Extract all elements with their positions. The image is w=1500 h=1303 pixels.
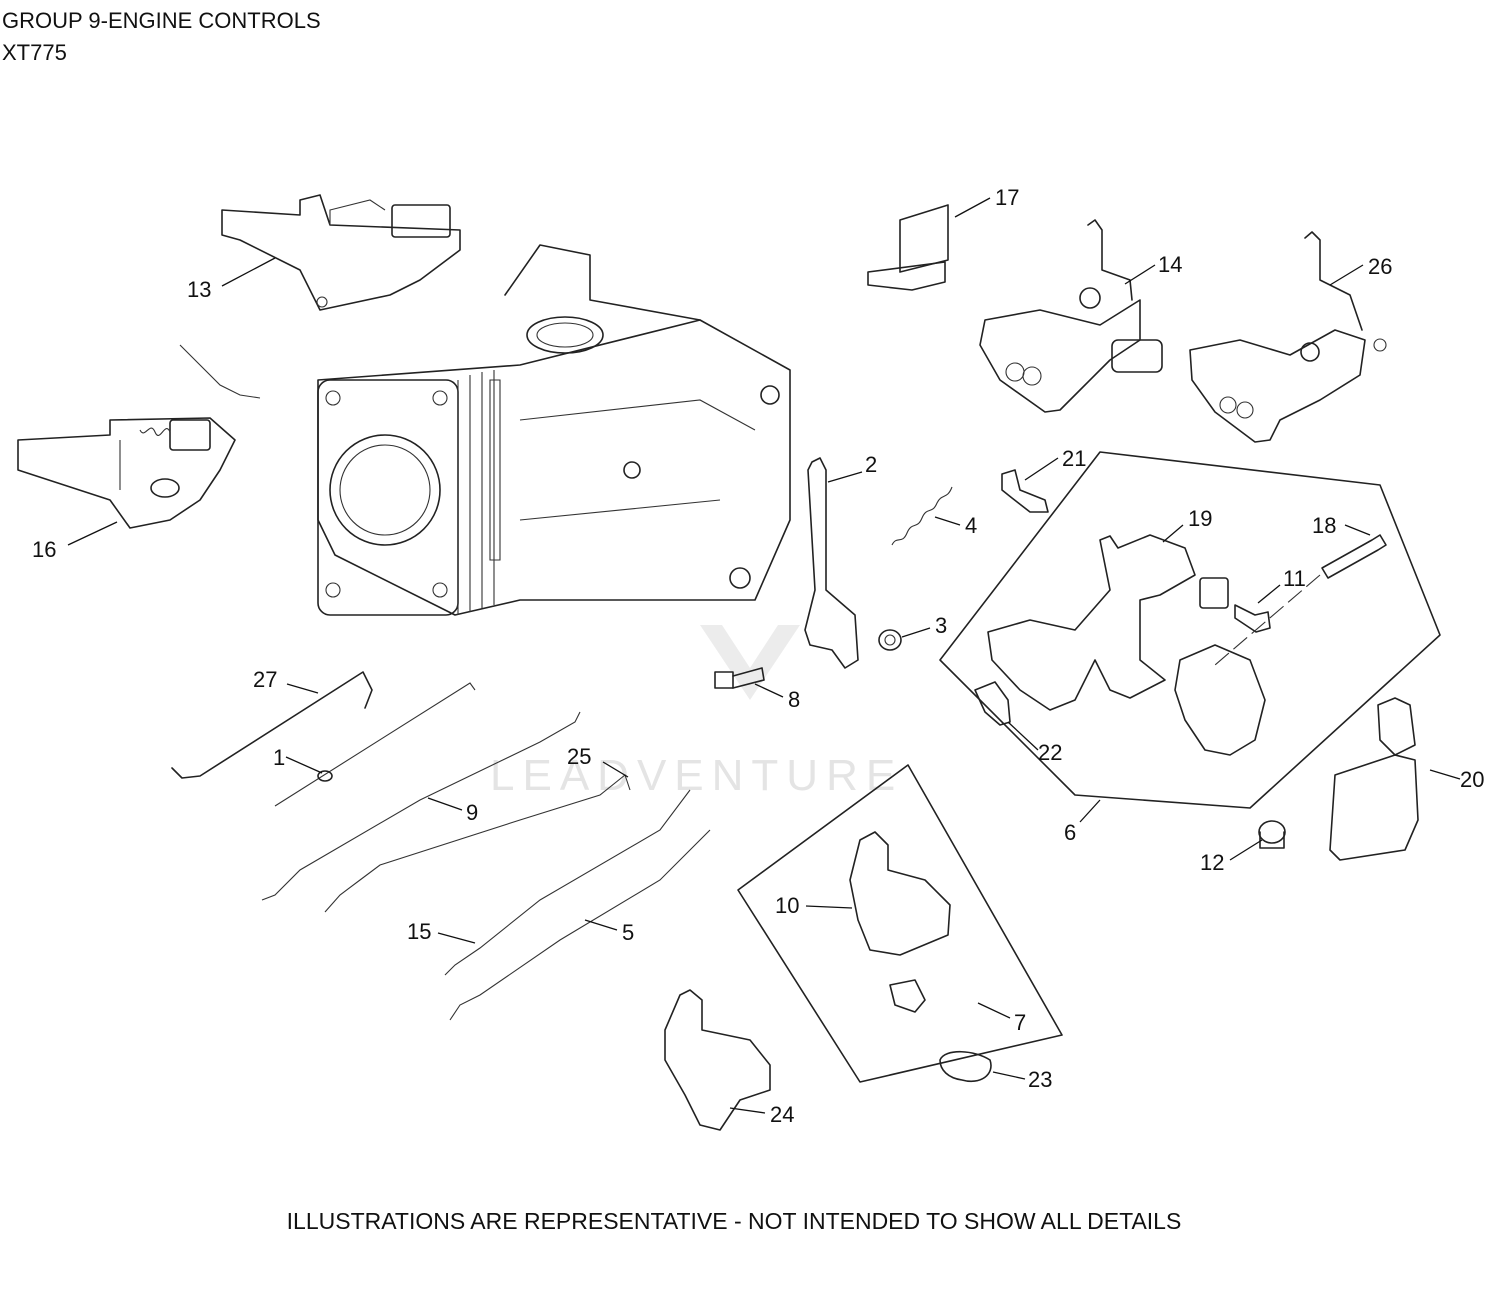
link-rod-15 xyxy=(444,789,691,976)
watermark-text: LEADVENTURE xyxy=(490,751,903,800)
callout-14: 14 xyxy=(1158,252,1182,277)
pivot-bolt-18 xyxy=(1321,534,1387,579)
bracket-24 xyxy=(664,989,771,1131)
stud-21 xyxy=(1001,469,1049,513)
mounting-plate-17 xyxy=(867,204,949,291)
callout-12: 12 xyxy=(1200,850,1224,875)
callout-4: 4 xyxy=(965,513,977,538)
clip-near-11 xyxy=(1199,577,1229,609)
cover-plate-20 xyxy=(1329,754,1419,861)
governor-rod-27 xyxy=(171,671,373,779)
callout-24: 24 xyxy=(770,1102,794,1127)
callout-3: 3 xyxy=(935,613,947,638)
callout-8: 8 xyxy=(788,687,800,712)
callout-25: 25 xyxy=(567,744,591,769)
governor-spring-4 xyxy=(891,486,953,546)
callout-21: 21 xyxy=(1062,446,1086,471)
link-rod-25 xyxy=(324,774,631,913)
callout-23: 23 xyxy=(1028,1067,1052,1092)
callout-1: 1 xyxy=(273,745,285,770)
disclaimer-footer: ILLUSTRATIONS ARE REPRESENTATIVE - NOT I… xyxy=(0,1208,1500,1235)
callout-15: 15 xyxy=(407,919,431,944)
callout-9: 9 xyxy=(466,800,478,825)
model-number: XT775 xyxy=(2,40,67,65)
kit-outline-6 xyxy=(939,451,1441,809)
callout-27: 27 xyxy=(253,667,277,692)
callout-11: 11 xyxy=(1283,566,1306,591)
disclaimer-text: ILLUSTRATIONS ARE REPRESENTATIVE - NOT I… xyxy=(286,1208,1182,1234)
watermark: LEADVENTURE xyxy=(490,625,903,800)
governor-lever-2 xyxy=(804,457,859,669)
callout-13: 13 xyxy=(187,277,211,302)
link-rod-5 xyxy=(449,829,711,1021)
bracket-10 xyxy=(849,831,951,956)
governor-control-plate xyxy=(221,194,461,311)
callout-labels: 1 2 3 4 5 6 7 8 9 10 11 12 13 14 15 16 1… xyxy=(32,185,1484,1127)
callout-10: 10 xyxy=(775,893,799,918)
rod-spring-1 xyxy=(317,770,333,782)
callout-16: 16 xyxy=(32,537,56,562)
leader-lines xyxy=(67,197,1461,1114)
callout-26: 26 xyxy=(1368,254,1392,279)
callout-22: 22 xyxy=(1038,740,1062,765)
callout-17: 17 xyxy=(995,185,1019,210)
callout-6: 6 xyxy=(1064,820,1076,845)
hose-clamp-23 xyxy=(939,1050,992,1082)
hex-nut-3 xyxy=(878,629,902,651)
callout-19: 19 xyxy=(1188,506,1212,531)
callout-7: 7 xyxy=(1014,1010,1026,1035)
callout-20: 20 xyxy=(1460,767,1484,792)
callout-5: 5 xyxy=(622,920,634,945)
throttle-control-26 xyxy=(1189,231,1387,443)
bolt-11 xyxy=(1234,604,1271,633)
engine-block xyxy=(317,244,791,616)
diagram-title: GROUP 9-ENGINE CONTROLS xyxy=(2,8,321,33)
throttle-control-14 xyxy=(979,219,1163,413)
kit-outline-7 xyxy=(737,764,1063,1083)
clip-10 xyxy=(889,979,926,1013)
throttle-rod-1 xyxy=(274,682,476,807)
pin-8 xyxy=(714,667,765,689)
callout-2: 2 xyxy=(865,452,877,477)
link-rod-9 xyxy=(261,711,581,901)
control-bracket-19 xyxy=(987,534,1196,711)
governor-bracket-16 xyxy=(17,344,261,529)
bolt-12 xyxy=(1258,820,1286,849)
cable-clip-22 xyxy=(974,681,1011,726)
control-module xyxy=(1174,644,1266,756)
callout-18: 18 xyxy=(1312,513,1336,538)
